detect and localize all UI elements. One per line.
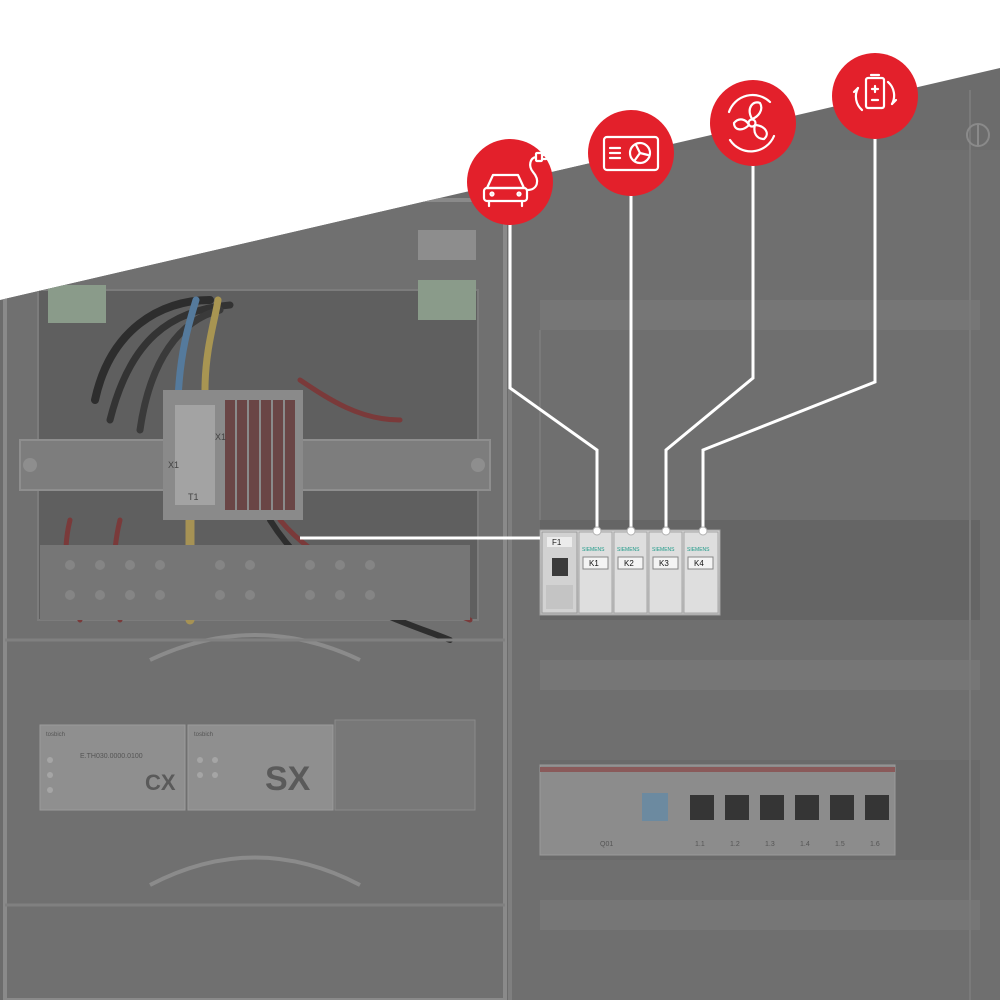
terminal-left-label: X1	[168, 460, 179, 470]
relay-k4: SIEMENS K4	[683, 531, 719, 614]
breaker-label: 1.1	[695, 841, 705, 848]
relay-label: K4	[694, 559, 704, 568]
relay-brand: SIEMENS	[652, 547, 675, 553]
relay-label: K1	[589, 559, 599, 568]
breaker-main-label: Q01	[600, 841, 613, 848]
relay-k2: SIEMENS K2	[613, 531, 648, 614]
fan-icon	[710, 80, 796, 166]
heat-pump-fan-icon	[588, 110, 674, 196]
breaker-label: 1.2	[730, 841, 740, 848]
ev-charging-car-icon	[467, 139, 553, 225]
relay-label: K3	[659, 559, 669, 568]
relay-group: F1 SIEMENS K1 SIEMENS K2 SIEMENS K3 SIEM…	[539, 529, 721, 616]
terminal-bottom-label: T1	[188, 492, 199, 502]
relay-k1: SIEMENS K1	[578, 531, 613, 614]
sx-code: SX	[265, 760, 311, 798]
breaker-label: 1.3	[765, 841, 775, 848]
cx-brand: tosbich	[46, 732, 65, 738]
terminal-right-label: X1	[215, 432, 226, 442]
breaker-label: 1.5	[835, 841, 845, 848]
relay-k3: SIEMENS K3	[648, 531, 683, 614]
breaker-label: 1.4	[800, 841, 810, 848]
cx-code: CX	[145, 770, 176, 795]
connector-lines	[300, 138, 877, 540]
sx-brand: tosbich	[194, 732, 213, 738]
controller-sx: tosbich SX	[187, 724, 334, 811]
relay-brand: SIEMENS	[687, 547, 710, 553]
relay-label: K2	[624, 559, 634, 568]
fuse-label: F1	[552, 538, 562, 547]
relay-brand: SIEMENS	[582, 547, 605, 553]
battery-cycle-icon	[832, 53, 918, 139]
relay-brand: SIEMENS	[617, 547, 640, 553]
breaker-label: 1.6	[870, 841, 880, 848]
cx-serial: E.TH030.0000.0100	[80, 753, 143, 760]
fuse-f1: F1	[541, 531, 578, 614]
controller-cx: tosbich E.TH030.0000.0100 CX	[39, 724, 186, 811]
breaker-panel: Q01 1.1 1.2 1.3 1.4 1.5 1.6	[539, 764, 896, 856]
